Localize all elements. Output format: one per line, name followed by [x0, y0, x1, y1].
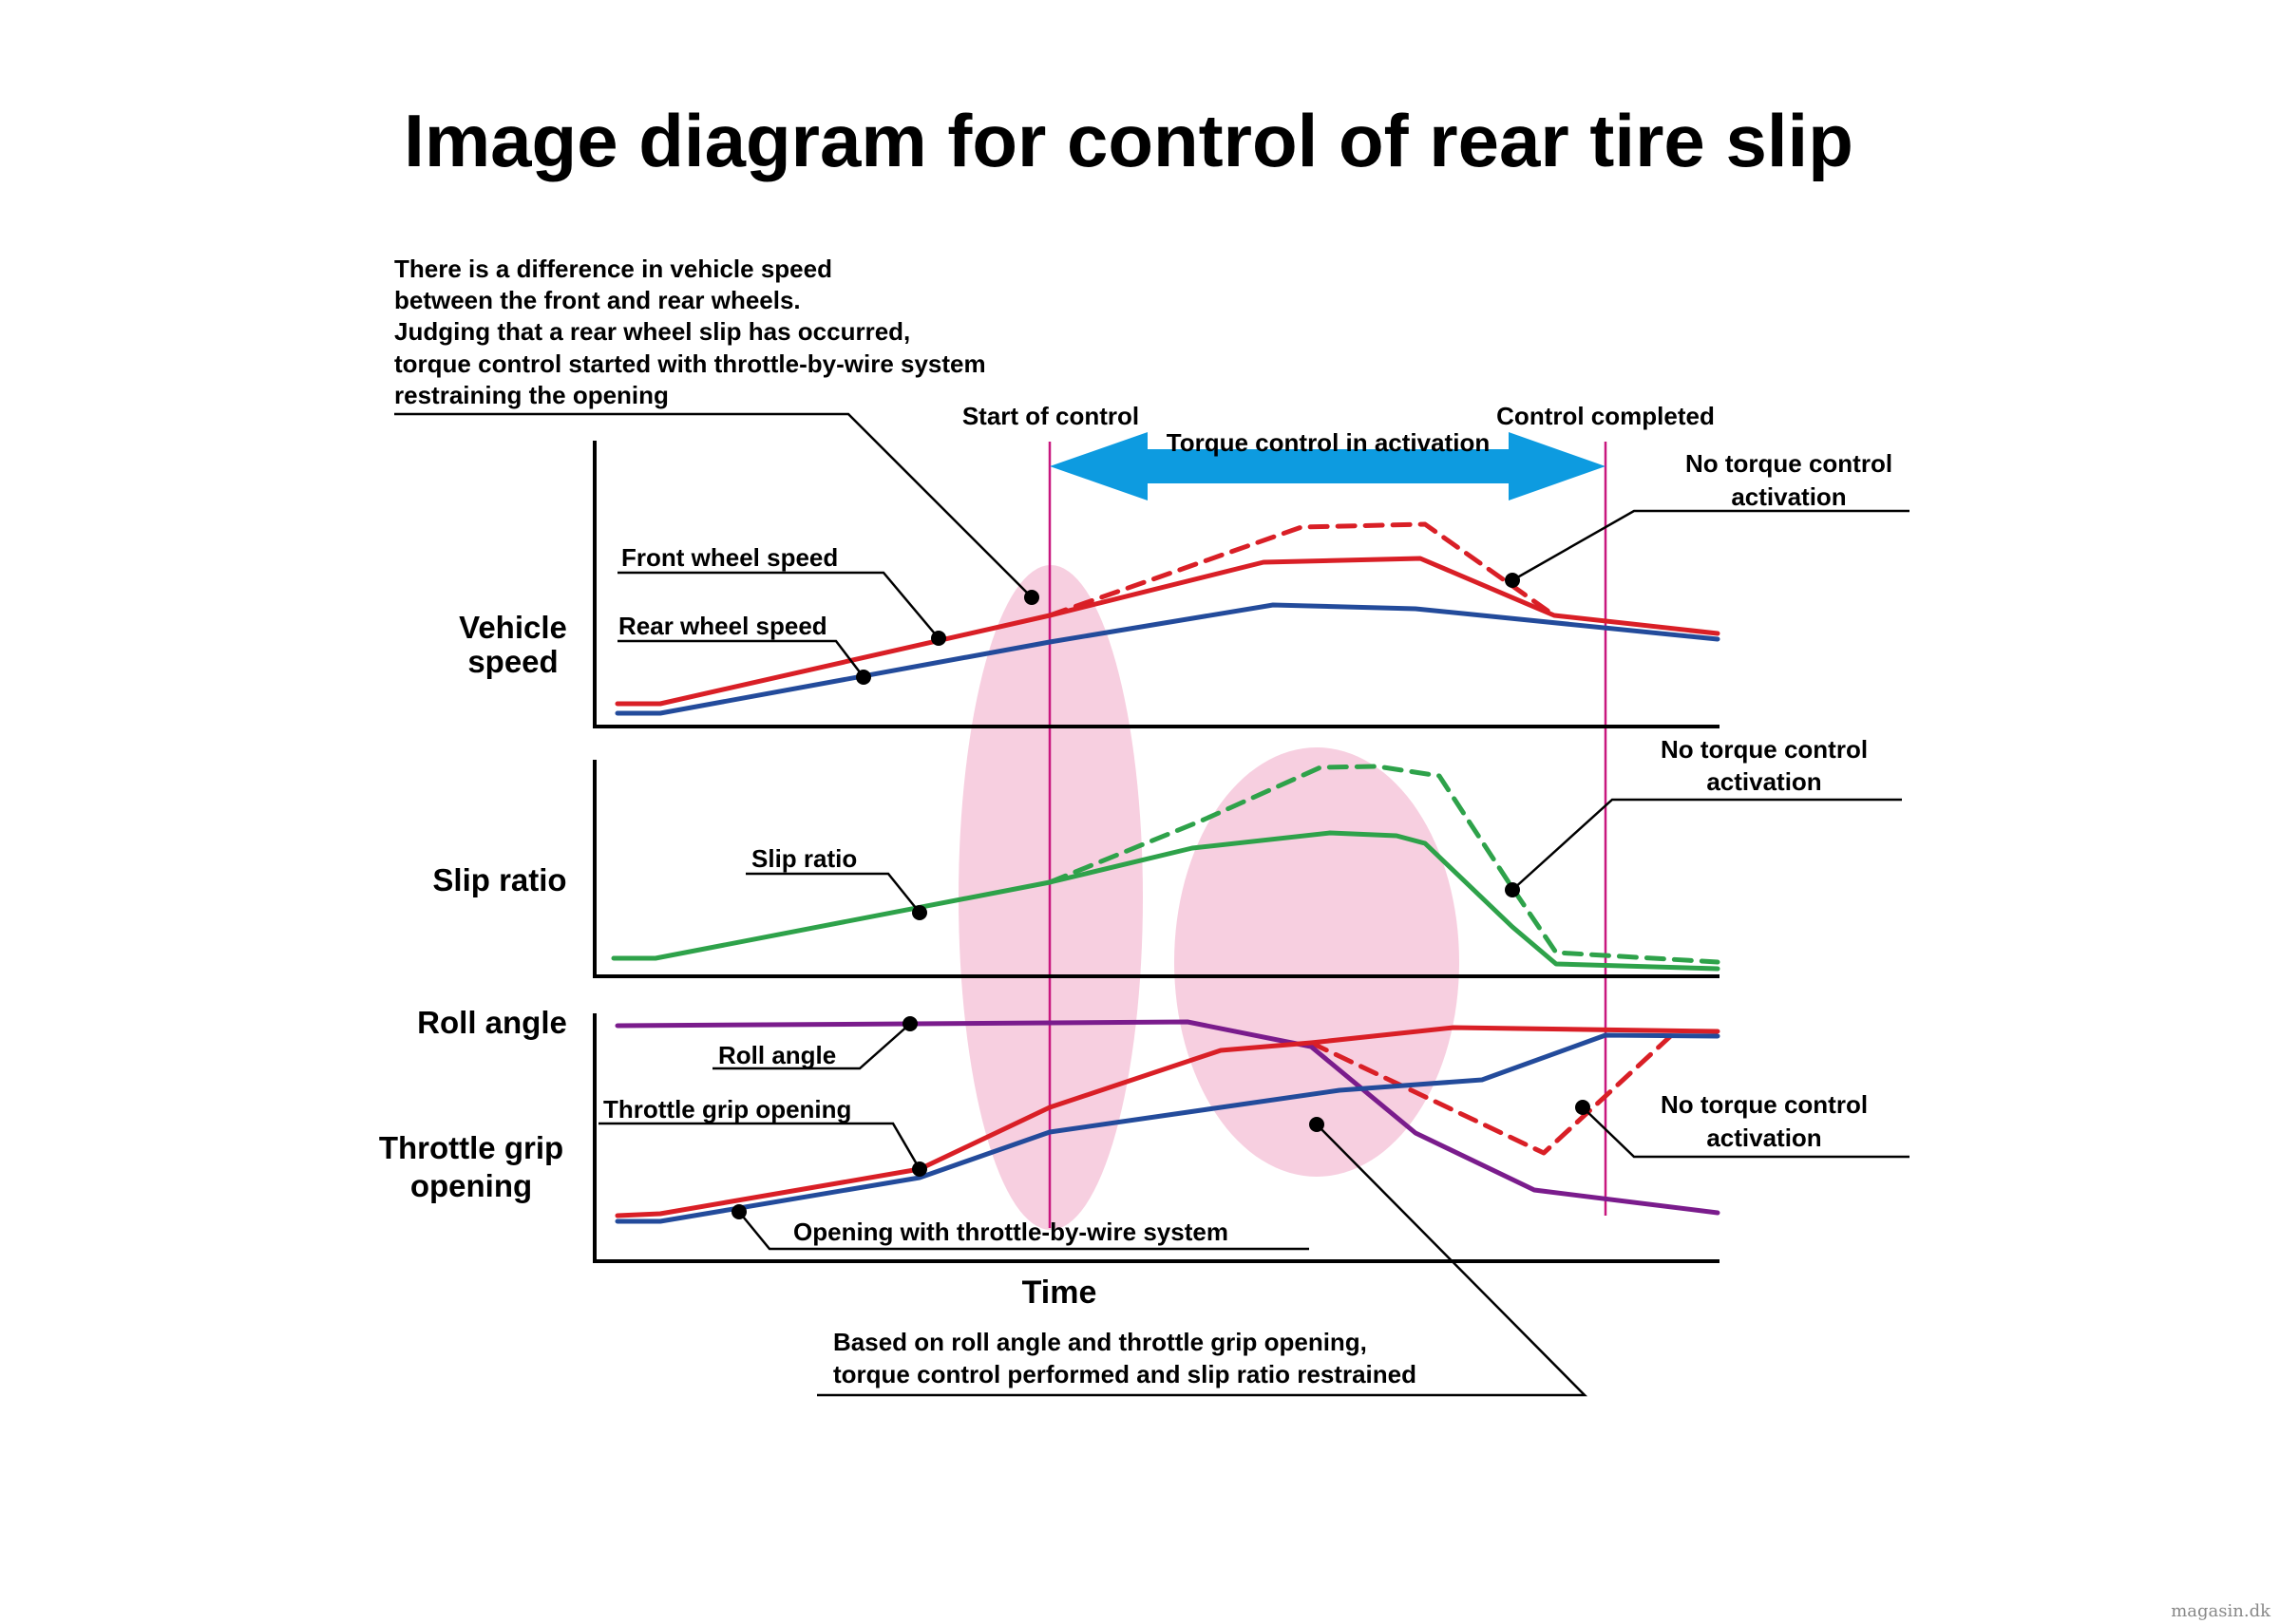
throttle-grip-dot — [912, 1161, 927, 1177]
top-note-line: between the front and rear wheels. — [394, 286, 801, 314]
throttle-grip-panel-label: opening — [410, 1168, 532, 1203]
no-control-2-leader — [1511, 798, 1902, 891]
watermark: magasin.dk — [2171, 1601, 2271, 1621]
tbw-opening-label: Opening with throttle-by-wire system — [793, 1218, 1228, 1246]
bottom-note-dot — [1309, 1117, 1324, 1132]
no-control-3-leader — [1582, 1106, 1910, 1159]
front-wheel-speed-dot — [931, 631, 946, 646]
front-wheel-speed-leader — [618, 571, 940, 639]
torque-control-activation-arrow — [1050, 432, 1606, 500]
top-note-line: restraining the opening — [394, 381, 669, 409]
top-note-line: Judging that a rear wheel slip has occur… — [394, 317, 910, 346]
rear-wheel-speed-leader — [618, 639, 864, 678]
roll-angle-leader — [712, 1023, 911, 1070]
no-control-label: activation — [1706, 767, 1821, 796]
no-control-label: activation — [1706, 1124, 1821, 1152]
no-control-callouts: No torque control activation No torque c… — [1661, 449, 1892, 1152]
diagram-title: Image diagram for control of rear tire s… — [404, 99, 1853, 182]
rear-wheel-speed-label: Rear wheel speed — [618, 612, 827, 640]
bottom-note-line: torque control performed and slip ratio … — [833, 1360, 1416, 1388]
highlight-ellipse-control-phase — [1174, 747, 1459, 1177]
no-control-label: No torque control — [1685, 449, 1892, 478]
tbw-opening-line — [615, 1032, 1720, 1224]
top-note-dot — [1024, 590, 1039, 605]
control-completed-label: Control completed — [1496, 402, 1715, 430]
torque-control-activation-label: Torque control in activation — [1167, 428, 1490, 457]
front-wheel-speed-no-control-dashed — [1047, 521, 1557, 618]
top-note-line: torque control started with throttle-by-… — [394, 349, 986, 378]
no-control-1-dot — [1505, 573, 1520, 588]
throttle-grip-no-control-dashed — [1308, 1028, 1680, 1156]
rear-wheel-speed-line — [615, 602, 1720, 716]
slip-ratio-panel-label: Slip ratio — [432, 862, 566, 897]
highlight-regions — [959, 565, 1459, 1230]
top-note: There is a difference in vehicle speed b… — [394, 255, 986, 409]
bottom-note: Based on roll angle and throttle grip op… — [833, 1328, 1416, 1388]
front-wheel-speed-line — [615, 556, 1720, 707]
time-axis-label: Time — [1022, 1275, 1097, 1311]
panel-labels: Vehicle speed Slip ratio Roll angle Thro… — [379, 610, 567, 1203]
control-markers: Torque control in activation Start of co… — [962, 402, 1715, 1228]
throttle-grip-opening-label: Throttle grip opening — [603, 1095, 851, 1124]
no-control-label: activation — [1731, 482, 1846, 511]
rear-wheel-speed-dot — [856, 670, 871, 685]
vehicle-speed-label: Vehicle — [459, 610, 567, 645]
slip-ratio-label: Slip ratio — [751, 844, 857, 873]
no-control-1-leader — [1511, 509, 1910, 582]
tbw-opening-dot — [732, 1204, 747, 1219]
roll-angle-panel-label: Roll angle — [417, 1005, 567, 1040]
roll-angle-label: Roll angle — [718, 1041, 836, 1069]
vehicle-speed-label: speed — [467, 644, 558, 679]
no-control-label: No torque control — [1661, 1090, 1868, 1119]
top-note-line: There is a difference in vehicle speed — [394, 255, 832, 283]
slip-ratio-dot — [912, 905, 927, 920]
bottom-note-leader — [817, 1124, 1587, 1397]
throttle-grip-opening-line — [615, 1025, 1720, 1218]
series-callouts: Front wheel speed Rear wheel speed Slip … — [603, 543, 1228, 1246]
tbw-opening-leader — [738, 1211, 1309, 1251]
slip-ratio-line — [611, 830, 1720, 972]
leader-lines — [394, 412, 1910, 1397]
start-of-control-label: Start of control — [962, 402, 1139, 430]
front-wheel-speed-label: Front wheel speed — [621, 543, 838, 572]
slip-ratio-no-control-dashed — [1047, 764, 1720, 965]
leader-dots — [732, 573, 1590, 1219]
bottom-note-line: Based on roll angle and throttle grip op… — [833, 1328, 1367, 1356]
top-note-leader — [394, 412, 1033, 598]
no-control-label: No torque control — [1661, 735, 1868, 764]
throttle-grip-leader — [598, 1122, 922, 1170]
roll-angle-dot — [902, 1016, 918, 1031]
slip-ratio-leader — [746, 872, 921, 914]
throttle-grip-panel-label: Throttle grip — [379, 1130, 563, 1165]
no-control-3-dot — [1575, 1100, 1590, 1115]
no-control-2-dot — [1505, 882, 1520, 897]
axes — [593, 441, 1720, 1263]
